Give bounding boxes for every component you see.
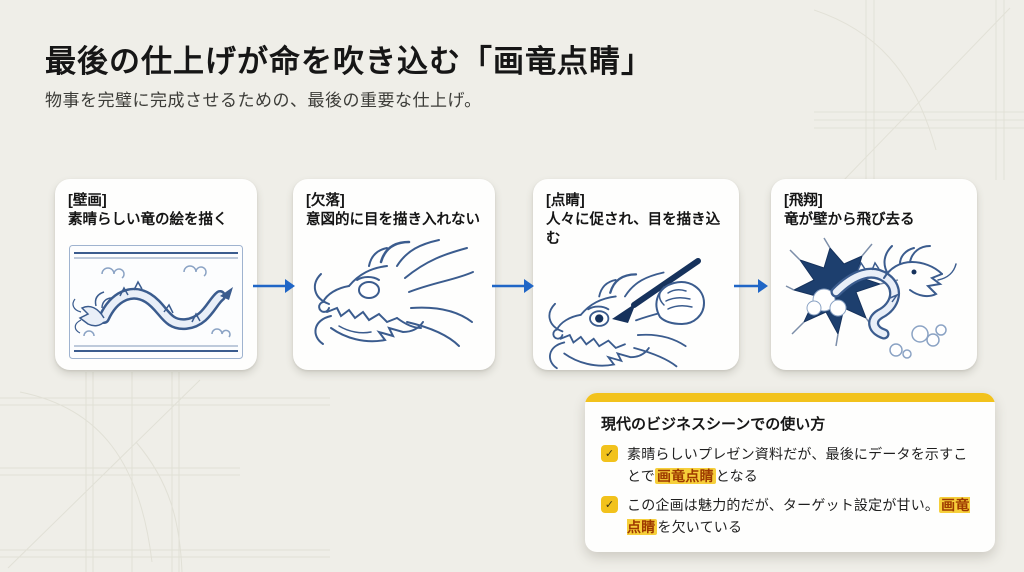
step-illustration: [784, 234, 964, 360]
step-illustration: [68, 234, 244, 360]
step-card-dotting-eye: [点睛] 人々に促され、目を描き込む: [533, 179, 739, 370]
background-decoration-top-right: [814, 0, 1024, 180]
usage-item-text-post: となる: [715, 468, 758, 484]
usage-box: 現代のビジネスシーンでの使い方 ✓ 素晴らしいプレゼン資料だが、最後にデータを示…: [585, 393, 995, 552]
flow-arrow-icon: [492, 279, 534, 293]
check-icon: ✓: [601, 445, 618, 462]
usage-item-text-pre: この企画は魅力的だが、ターゲット設定が甘い。: [627, 497, 940, 513]
step-illustration: [306, 234, 482, 360]
usage-item: ✓ 素晴らしいプレゼン資料だが、最後にデータを示すことで画竜点睛となる: [601, 443, 977, 487]
highlighted-keyword: 画竜点睛: [654, 468, 716, 484]
step-description: 人々に促され、目を描き込む: [546, 212, 721, 247]
usage-item-text: 素晴らしいプレゼン資料だが、最後にデータを示すことで画竜点睛となる: [627, 443, 977, 487]
step-description: 竜が壁から飛び去る: [784, 212, 915, 228]
step-tag: [壁画]: [68, 193, 107, 209]
step-description: 素晴らしい竜の絵を描く: [68, 212, 228, 228]
brush-and-hand: [612, 258, 706, 326]
page-subtitle: 物事を完璧に完成させるための、最後の重要な仕上げ。: [45, 91, 482, 110]
usage-item-text-post: を欠いている: [657, 519, 743, 535]
flow-arrow-icon: [253, 279, 295, 293]
flow-arrow-icon: [734, 279, 768, 293]
usage-item: ✓ この企画は魅力的だが、ターゲット設定が甘い。画竜点睛を欠いている: [601, 494, 977, 538]
step-tag: [点睛]: [546, 193, 585, 209]
step-tag: [飛翔]: [784, 193, 823, 209]
usage-item-text-pre: 素晴らしいプレゼン資料だが、最後にデータを示すことで: [627, 446, 968, 484]
step-tag: [欠落]: [306, 193, 345, 209]
step-card-flight: [飛翔] 竜が壁から飛び去る: [771, 179, 977, 370]
usage-item-text: この企画は魅力的だが、ターゲット設定が甘い。画竜点睛を欠いている: [627, 494, 977, 538]
dragon-head-without-eyes-image: [313, 239, 474, 347]
step-illustration: [546, 253, 726, 371]
dragon-mural-image: [69, 245, 243, 359]
hand-painting-dragon-eye-image: [548, 258, 706, 370]
usage-box-title: 現代のビジネスシーンでの使い方: [601, 416, 826, 433]
background-decoration-bottom-left: [0, 372, 330, 572]
step-description: 意図的に目を描き入れない: [306, 212, 480, 228]
usage-box-accent-bar: [585, 393, 995, 402]
dragon-flying-out-of-wall-image: [785, 237, 957, 359]
step-card-omission: [欠落] 意図的に目を描き入れない: [293, 179, 495, 370]
page-title: 最後の仕上げが命を吹き込む「画竜点睛」: [45, 44, 653, 79]
check-icon: ✓: [601, 496, 618, 513]
step-card-mural: [壁画] 素晴らしい竜の絵を描く: [55, 179, 257, 370]
